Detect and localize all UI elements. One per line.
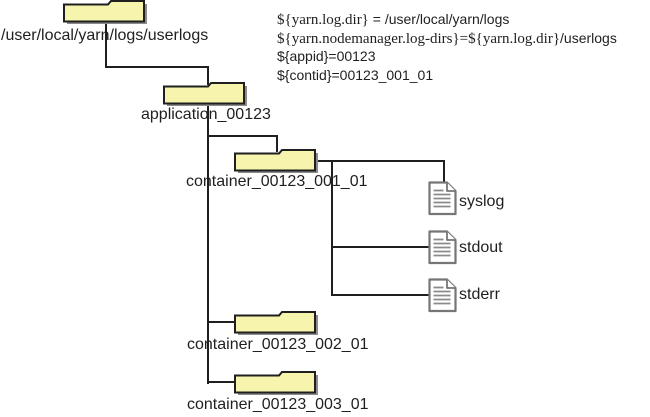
connector-line (276, 135, 278, 152)
file-stdout (428, 230, 458, 265)
annotation-value: ${appid}=00123 (277, 48, 376, 64)
folder-icon (234, 149, 318, 173)
annotation-block: ${yarn.log.dir} = /user/local/yarn/logs … (277, 11, 617, 85)
folder-icon (163, 82, 247, 106)
document-icon (428, 181, 457, 216)
node-container-002-folder (234, 310, 322, 337)
file-label: syslog (459, 193, 505, 210)
connector-line (207, 381, 237, 383)
connector-line (105, 18, 107, 68)
node-application-folder (163, 81, 251, 108)
connector-line (207, 66, 209, 85)
folder-label: container_00123_001_01 (186, 173, 368, 190)
connector-line (331, 294, 429, 296)
node-container-001-folder (234, 148, 322, 175)
document-icon (428, 278, 457, 313)
document-icon (428, 230, 457, 265)
folder-icon (63, 0, 147, 24)
annotation-variable: ${yarn.log.dir} (277, 12, 369, 28)
node-container-003-folder (234, 370, 322, 397)
connector-line (207, 321, 237, 323)
connector-line (207, 103, 209, 384)
annotation-line: ${yarn.log.dir} = /user/local/yarn/logs (277, 11, 617, 30)
folder-label: /user/local/yarn/logs/userlogs (1, 27, 209, 44)
annotation-line: ${appid}=00123 (277, 48, 617, 67)
connector-line (207, 135, 278, 137)
folder-icon (234, 311, 318, 335)
annotation-value: ${contid}=00123_001_01 (277, 66, 434, 83)
folder-label: application_00123 (141, 106, 271, 123)
connector-line (331, 160, 333, 296)
annotation-value: /userlogs (560, 29, 617, 46)
node-userlogs-folder (63, 0, 151, 26)
folder-label: container_00123_002_01 (187, 336, 369, 353)
connector-line (331, 246, 429, 248)
connector-line (315, 160, 445, 162)
connector-line (443, 160, 445, 183)
annotation-line: ${yarn.nodemanager.log-dirs}=${yarn.log.… (277, 30, 617, 49)
folder-label: container_00123_003_01 (187, 396, 369, 413)
file-syslog (428, 181, 458, 216)
annotation-value: = /user/local/yarn/logs (368, 11, 510, 27)
file-stderr (428, 278, 458, 313)
file-label: stdout (459, 239, 503, 256)
connector-line (105, 66, 209, 68)
file-label: stderr (459, 286, 500, 303)
annotation-variable: ${yarn.nodemanager.log-dirs}=${yarn.log.… (277, 30, 561, 47)
annotation-line: ${contid}=00123_001_01 (277, 67, 617, 86)
folder-icon (234, 371, 318, 395)
